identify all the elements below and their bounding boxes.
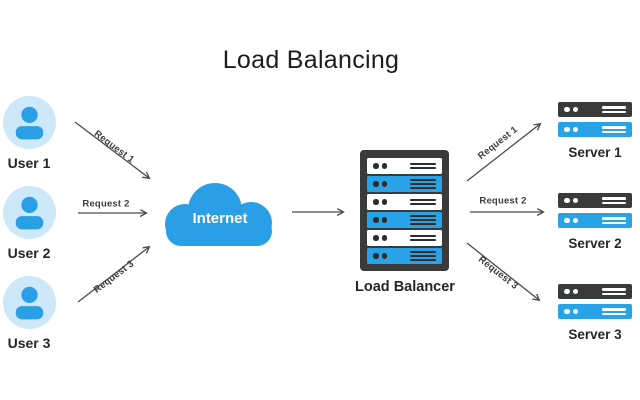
lb-slot-leds — [373, 163, 387, 169]
server-3-node: Server 3 — [558, 284, 632, 342]
internet-cloud — [160, 180, 280, 250]
server-leds — [564, 197, 578, 204]
lb-slot-vents — [410, 235, 436, 241]
server-leds — [564, 126, 578, 133]
lb-slot-vents — [410, 215, 436, 225]
user-icon — [2, 96, 56, 149]
server-icon-bottom — [558, 213, 632, 228]
user-3-node: User 3 — [0, 276, 58, 351]
lb-slot — [367, 158, 442, 174]
lb-slot — [367, 230, 442, 246]
server-vents — [602, 308, 626, 315]
lb-slot-vents — [410, 163, 436, 169]
diagram-title: Load Balancing — [222, 46, 400, 74]
user-icon — [2, 276, 56, 329]
user-1-node: User 1 — [0, 96, 58, 171]
lb-slot-leds — [373, 253, 387, 259]
user-3-label: User 3 — [7, 335, 51, 351]
arrow-lb-server3 — [466, 242, 539, 300]
load-balancer-label: Load Balancer — [355, 279, 455, 295]
arrow-lb-server1 — [466, 124, 540, 182]
server-leds — [564, 217, 578, 224]
request-label-right-2: Request 2 — [479, 195, 527, 207]
lb-slot — [367, 212, 442, 228]
request-label-left-2: Request 2 — [82, 198, 130, 210]
lb-slot-vents — [410, 199, 436, 205]
server-leds — [564, 308, 578, 315]
lb-slot — [367, 248, 442, 264]
server-icon-top — [558, 193, 632, 208]
lb-slot-vents — [410, 179, 436, 189]
lb-slot-leds — [373, 235, 387, 241]
server-3-label: Server 3 — [568, 327, 622, 342]
user-1-label: User 1 — [7, 155, 51, 171]
lb-slot-leds — [373, 199, 387, 205]
lb-slot — [367, 176, 442, 192]
server-2-label: Server 2 — [568, 236, 622, 251]
server-icon-top — [558, 102, 632, 117]
server-1-node: Server 1 — [558, 102, 632, 160]
user-2-label: User 2 — [7, 245, 51, 261]
server-vents — [602, 126, 626, 133]
internet-label: Internet — [192, 210, 248, 227]
server-vents — [602, 288, 626, 295]
user-2-node: User 2 — [0, 186, 58, 261]
cloud-icon — [165, 183, 272, 246]
server-vents — [602, 217, 626, 224]
server-2-node: Server 2 — [558, 193, 632, 251]
arrow-user3-internet — [77, 247, 149, 303]
server-leds — [564, 288, 578, 295]
server-icon-top — [558, 284, 632, 299]
lb-slot-vents — [410, 251, 436, 261]
server-icon-bottom — [558, 304, 632, 319]
load-balancer-icon — [360, 150, 449, 271]
server-vents — [602, 106, 626, 113]
server-icon-bottom — [558, 122, 632, 137]
lb-slot-leds — [373, 181, 387, 187]
lb-slot-leds — [373, 217, 387, 223]
server-leds — [564, 106, 578, 113]
server-1-label: Server 1 — [568, 145, 622, 160]
lb-slot — [367, 194, 442, 210]
server-vents — [602, 197, 626, 204]
arrow-user1-internet — [74, 121, 149, 178]
user-icon — [2, 186, 56, 239]
